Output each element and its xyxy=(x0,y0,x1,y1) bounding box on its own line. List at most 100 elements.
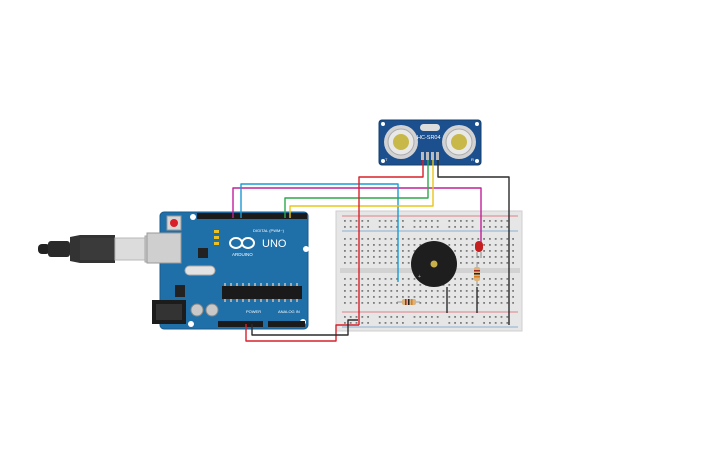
breadboard-hole[interactable] xyxy=(436,322,439,324)
breadboard-hole[interactable] xyxy=(489,220,491,222)
breadboard-hole[interactable] xyxy=(436,238,439,240)
breadboard-hole[interactable] xyxy=(402,262,404,264)
breadboard-hole[interactable] xyxy=(384,244,387,246)
breadboard-hole[interactable] xyxy=(384,322,387,324)
breadboard-hole[interactable] xyxy=(471,284,474,286)
breadboard-hole[interactable] xyxy=(378,278,381,280)
breadboard-hole[interactable] xyxy=(460,262,462,264)
breadboard-hole[interactable] xyxy=(512,262,514,264)
breadboard-hole[interactable] xyxy=(344,250,346,252)
breadboard-hole[interactable] xyxy=(407,238,410,240)
breadboard-hole[interactable] xyxy=(500,316,503,318)
breadboard-hole[interactable] xyxy=(494,290,497,292)
breadboard-hole[interactable] xyxy=(477,238,480,240)
breadboard-hole[interactable] xyxy=(361,262,364,264)
breadboard-hole[interactable] xyxy=(384,284,387,286)
breadboard-hole[interactable] xyxy=(454,238,456,240)
breadboard-hole[interactable] xyxy=(390,220,393,222)
breadboard-hole[interactable] xyxy=(396,278,398,280)
breadboard-hole[interactable] xyxy=(512,256,514,258)
breadboard-hole[interactable] xyxy=(419,284,422,286)
breadboard-hole[interactable] xyxy=(489,244,491,246)
breadboard-hole[interactable] xyxy=(506,284,509,286)
breadboard-hole[interactable] xyxy=(373,296,375,298)
breadboard-hole[interactable] xyxy=(454,316,456,318)
breadboard-hole[interactable] xyxy=(489,302,491,304)
breadboard-hole[interactable] xyxy=(436,302,439,304)
breadboard-hole[interactable] xyxy=(471,244,474,246)
breadboard-hole[interactable] xyxy=(367,302,369,304)
breadboard-hole[interactable] xyxy=(373,278,375,280)
breadboard-hole[interactable] xyxy=(413,296,416,298)
breadboard-hole[interactable] xyxy=(483,262,485,264)
breadboard-hole[interactable] xyxy=(419,316,422,318)
breadboard-hole[interactable] xyxy=(413,244,416,246)
breadboard-hole[interactable] xyxy=(396,316,398,318)
breadboard-hole[interactable] xyxy=(413,290,416,292)
breadboard-hole[interactable] xyxy=(402,244,404,246)
breadboard-hole[interactable] xyxy=(448,316,451,318)
breadboard-hole[interactable] xyxy=(471,220,474,222)
breadboard-hole[interactable] xyxy=(500,302,503,304)
breadboard-hole[interactable] xyxy=(373,256,375,258)
breadboard-hole[interactable] xyxy=(494,256,497,258)
breadboard-hole[interactable] xyxy=(460,316,462,318)
breadboard-hole[interactable] xyxy=(407,250,410,252)
breadboard-hole[interactable] xyxy=(419,244,422,246)
breadboard-hole[interactable] xyxy=(413,226,416,228)
breadboard-hole[interactable] xyxy=(344,296,346,298)
breadboard-hole[interactable] xyxy=(407,290,410,292)
breadboard-hole[interactable] xyxy=(390,316,393,318)
breadboard-hole[interactable] xyxy=(402,278,404,280)
breadboard-hole[interactable] xyxy=(477,256,480,258)
breadboard-hole[interactable] xyxy=(454,302,456,304)
breadboard-hole[interactable] xyxy=(390,262,393,264)
breadboard-hole[interactable] xyxy=(384,302,387,304)
breadboard-hole[interactable] xyxy=(390,284,393,286)
breadboard-hole[interactable] xyxy=(425,238,427,240)
breadboard-hole[interactable] xyxy=(367,244,369,246)
breadboard-hole[interactable] xyxy=(465,244,468,246)
breadboard-hole[interactable] xyxy=(489,290,491,292)
breadboard-hole[interactable] xyxy=(483,316,485,318)
breadboard-hole[interactable] xyxy=(367,322,369,324)
breadboard-hole[interactable] xyxy=(431,226,433,228)
breadboard-hole[interactable] xyxy=(378,244,381,246)
breadboard-hole[interactable] xyxy=(373,238,375,240)
breadboard-hole[interactable] xyxy=(500,220,503,222)
breadboard-hole[interactable] xyxy=(402,226,404,228)
breadboard-hole[interactable] xyxy=(355,322,358,324)
breadboard-hole[interactable] xyxy=(373,290,375,292)
breadboard-hole[interactable] xyxy=(448,244,451,246)
breadboard-hole[interactable] xyxy=(460,250,462,252)
breadboard-hole[interactable] xyxy=(349,296,352,298)
breadboard-hole[interactable] xyxy=(373,250,375,252)
resistor-led[interactable] xyxy=(474,262,480,286)
breadboard-hole[interactable] xyxy=(460,244,462,246)
breadboard-hole[interactable] xyxy=(378,262,381,264)
breadboard-hole[interactable] xyxy=(384,316,387,318)
breadboard-hole[interactable] xyxy=(344,220,346,222)
breadboard-hole[interactable] xyxy=(378,250,381,252)
breadboard-hole[interactable] xyxy=(390,290,393,292)
breadboard-hole[interactable] xyxy=(396,322,398,324)
breadboard-hole[interactable] xyxy=(512,278,514,280)
breadboard-hole[interactable] xyxy=(402,256,404,258)
breadboard-hole[interactable] xyxy=(460,302,462,304)
breadboard-hole[interactable] xyxy=(344,322,346,324)
breadboard-hole[interactable] xyxy=(367,290,369,292)
breadboard-hole[interactable] xyxy=(483,302,485,304)
breadboard-hole[interactable] xyxy=(471,302,474,304)
breadboard-hole[interactable] xyxy=(425,290,427,292)
breadboard-hole[interactable] xyxy=(436,296,439,298)
breadboard-hole[interactable] xyxy=(483,284,485,286)
breadboard-hole[interactable] xyxy=(396,244,398,246)
breadboard-hole[interactable] xyxy=(512,238,514,240)
breadboard-hole[interactable] xyxy=(396,256,398,258)
breadboard-hole[interactable] xyxy=(506,256,509,258)
breadboard-hole[interactable] xyxy=(494,238,497,240)
breadboard-hole[interactable] xyxy=(349,290,352,292)
breadboard-hole[interactable] xyxy=(471,250,474,252)
breadboard-hole[interactable] xyxy=(390,278,393,280)
breadboard-hole[interactable] xyxy=(355,290,358,292)
